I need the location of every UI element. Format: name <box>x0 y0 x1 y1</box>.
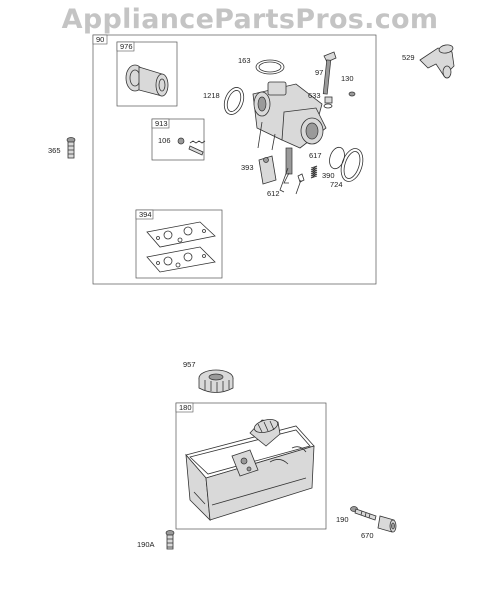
float-kit-box <box>151 118 205 161</box>
float-kit[interactable]: 913 106 <box>151 118 206 161</box>
part-190-label: 190 <box>336 515 349 524</box>
fuel-tank-drawing <box>185 419 315 522</box>
part-670-bushing[interactable]: 670 <box>361 515 397 540</box>
part-365-label: 365 <box>48 146 61 155</box>
part-724-label: 724 <box>330 180 343 189</box>
part-957-fuel-cap[interactable]: 957 <box>183 360 234 393</box>
part-633-nut[interactable]: 633 <box>308 91 333 109</box>
fuel-tank-group-number: 180 <box>179 403 192 412</box>
float-kit-number: 913 <box>155 119 168 128</box>
part-617-spring[interactable]: 617 <box>309 151 322 179</box>
carburetor-group-number: 90 <box>96 35 104 44</box>
carburetor-group-box <box>92 34 377 285</box>
air-cleaner-kit-box <box>116 41 178 107</box>
carburetor-body[interactable] <box>252 81 327 193</box>
part-724-ring[interactable]: 724 <box>327 145 367 189</box>
gasket-drawing-lower <box>146 246 216 273</box>
carburetor-group: 90 976 913 106 <box>92 34 377 285</box>
part-670-label: 670 <box>361 531 374 540</box>
part-163-label: 163 <box>238 56 251 65</box>
part-130-label: 130 <box>341 74 354 83</box>
gasket-drawing-upper <box>146 221 216 248</box>
fuel-tank-group-box <box>175 402 327 530</box>
part-633-label: 633 <box>308 91 321 100</box>
gasket-set-box <box>135 209 223 279</box>
air-cleaner-kit[interactable]: 976 <box>116 41 178 107</box>
carburetor-group-tab <box>92 34 108 45</box>
part-390-label: 390 <box>322 171 335 180</box>
gasket-set-number: 394 <box>139 210 152 219</box>
part-1218-label: 1218 <box>203 91 220 100</box>
float-needle-drawing <box>177 137 206 156</box>
part-393-float[interactable]: 393 <box>241 155 277 185</box>
part-365-bolt[interactable]: 365 <box>48 137 76 159</box>
fuel-tank-group[interactable]: 180 <box>175 402 327 530</box>
part-393-label: 393 <box>241 163 254 172</box>
part-190a-bolt[interactable]: 190A <box>137 530 175 550</box>
part-957-label: 957 <box>183 360 196 369</box>
part-1218-gasket[interactable]: 1218 <box>203 85 247 117</box>
part-106-label: 106 <box>158 136 171 145</box>
part-190a-label: 190A <box>137 540 155 549</box>
watermark: AppliancePartsPros.com <box>61 4 439 35</box>
part-190-bolt[interactable]: 190 <box>336 506 377 525</box>
part-612-label: 612 <box>267 189 280 198</box>
part-390-screw[interactable]: 390 <box>295 171 335 195</box>
part-97-label: 97 <box>315 68 323 77</box>
part-529-elbow[interactable]: 529 <box>402 44 455 79</box>
gasket-set[interactable]: 394 <box>135 209 223 279</box>
part-97-needle[interactable]: 97 <box>315 51 337 95</box>
air-cleaner-kit-number: 976 <box>120 42 133 51</box>
part-130-plug[interactable]: 130 <box>341 74 356 97</box>
part-529-label: 529 <box>402 53 415 62</box>
part-617-label: 617 <box>309 151 322 160</box>
air-cleaner-adapter-drawing <box>125 64 169 97</box>
part-163-ring[interactable]: 163 <box>238 56 285 75</box>
